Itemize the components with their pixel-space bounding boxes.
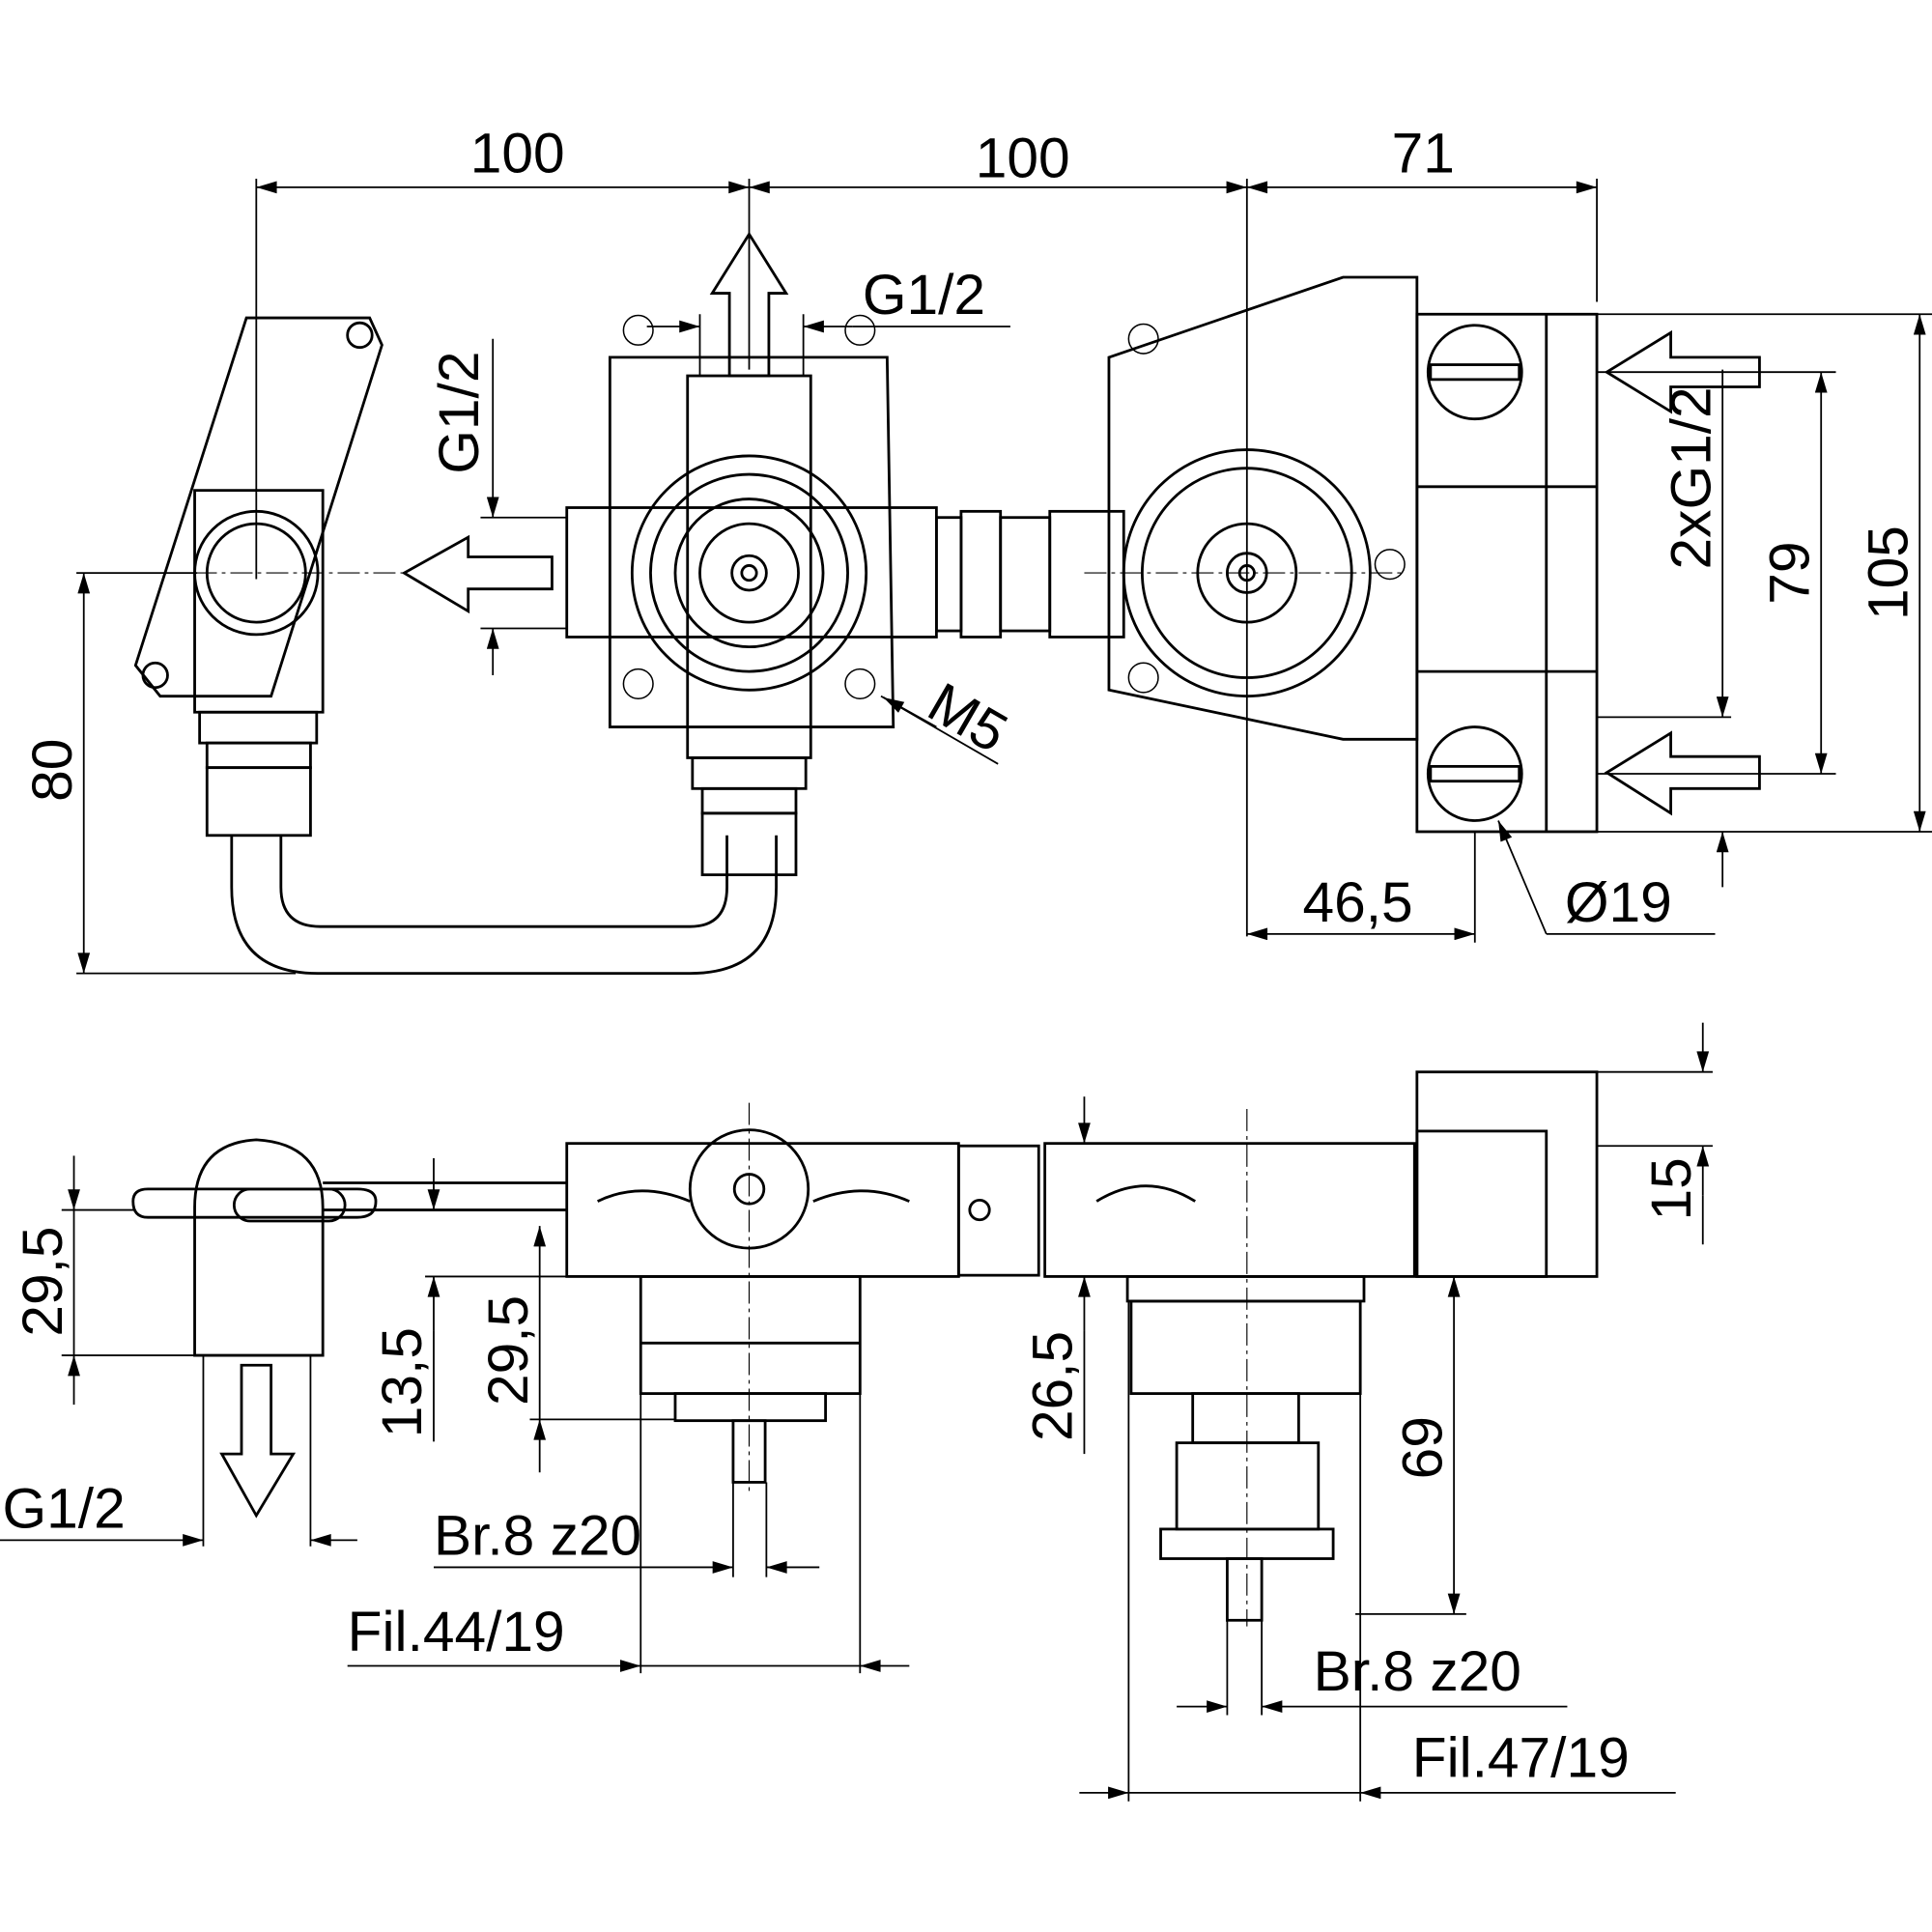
dim-center-offset: 13,5 bbox=[371, 1327, 434, 1437]
thermostat-side bbox=[1043, 1070, 1599, 1622]
dim-outlet-top: G1/2 bbox=[863, 264, 985, 327]
diverter-valve-side bbox=[131, 1138, 567, 1357]
top-view: 100 100 71 G1/2 G1/2 bbox=[21, 123, 1932, 976]
dim-mount-screw: M5 bbox=[918, 671, 1017, 765]
diverter-valve-top bbox=[133, 316, 778, 976]
thermostat-body-top bbox=[1048, 275, 1419, 741]
side-view: 29,5 13,5 29,5 26,5 15 69 G1/2 bbox=[0, 1022, 1713, 1802]
outlet-arrow-left-icon bbox=[401, 534, 554, 614]
inlet-arrow-bottom-icon bbox=[1604, 730, 1761, 816]
dim-thread-left: Fil.44/19 bbox=[348, 1601, 565, 1663]
dim-left-depth: 29,5 bbox=[12, 1226, 74, 1336]
dim-width-left: 100 bbox=[470, 123, 565, 185]
dim-block-height: 105 bbox=[1857, 526, 1919, 620]
dim-outlet-bottom: G1/2 bbox=[3, 1478, 126, 1541]
dim-inlet-offset: 46,5 bbox=[1303, 871, 1413, 934]
dim-spindle-length: 69 bbox=[1391, 1416, 1454, 1479]
dim-outlet-left: G1/2 bbox=[428, 352, 491, 474]
outlet-arrow-up-icon bbox=[709, 231, 789, 378]
dim-mixer-depth: 29,5 bbox=[477, 1295, 540, 1406]
mixer-valve-side bbox=[565, 1128, 1040, 1484]
dim-side-height: 80 bbox=[21, 739, 84, 802]
outlet-arrow-down-icon bbox=[219, 1363, 297, 1519]
dim-width-right: 71 bbox=[1392, 123, 1455, 185]
inlet-block-top bbox=[1415, 312, 1599, 834]
dim-inlet-spacing: 79 bbox=[1758, 541, 1821, 604]
dim-block-offset: 15 bbox=[1640, 1157, 1703, 1220]
dim-inlets: 2xG1/2 bbox=[1660, 386, 1722, 569]
inlet-arrow-top-icon bbox=[1604, 329, 1761, 414]
mixer-valve-body-top bbox=[565, 314, 1052, 877]
dim-plug-diameter: Ø19 bbox=[1565, 871, 1672, 934]
dim-spindle-left: Br.8 z20 bbox=[434, 1505, 641, 1568]
dim-width-middle: 100 bbox=[976, 128, 1070, 190]
dim-thermo-depth: 26,5 bbox=[1022, 1331, 1085, 1441]
dim-thread-right: Fil.47/19 bbox=[1412, 1726, 1630, 1789]
dim-spindle-right: Br.8 z20 bbox=[1314, 1640, 1521, 1703]
